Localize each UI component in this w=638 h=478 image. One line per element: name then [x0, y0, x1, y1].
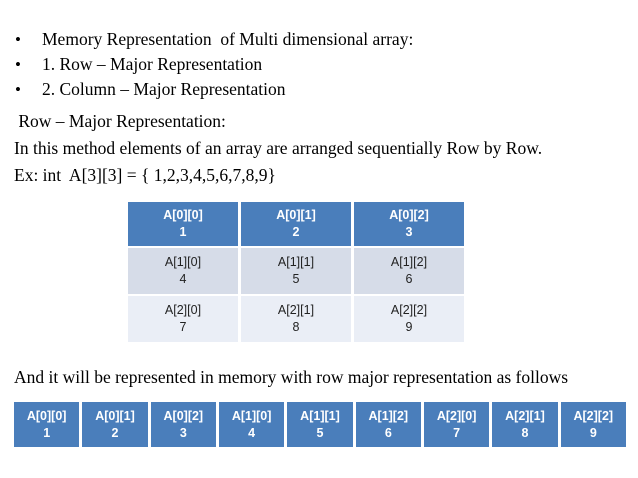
cell-index-label: A[2][0]: [436, 408, 477, 423]
cell-index-label: A[0][2]: [163, 408, 204, 423]
cell-index-label: A[1][2]: [390, 255, 428, 270]
cell-value-label: 5: [316, 425, 324, 440]
cell-value-label: 1: [179, 225, 187, 239]
matrix-cell-a22: A[2][2] 9: [354, 296, 464, 342]
cell-value-label: 2: [111, 425, 119, 440]
bullet-dot-icon: •: [15, 30, 21, 49]
cell-value-label: 2: [292, 225, 300, 239]
table-row: A[2][0] 7 A[2][1] 8 A[2][2] 9: [128, 296, 464, 342]
example-declaration-text: Ex: int A[3][3] = { 1,2,3,4,5,6,7,8,9}: [14, 165, 276, 185]
cell-index-label: A[1][0]: [231, 408, 272, 423]
description-text: In this method elements of an array are …: [14, 138, 543, 158]
cell-index-label: A[1][1]: [277, 255, 315, 270]
memory-cell-a12: A[1][2] 6: [355, 402, 421, 447]
bullet-dot-icon: •: [15, 55, 21, 74]
matrix-cell-a01: A[0][1] 2: [241, 202, 354, 248]
bullet-item-label: 1. Row – Major Representation: [42, 54, 263, 74]
bullet-list: • Memory Representation of Multi dimensi…: [0, 29, 638, 106]
cell-index-label: A[2][0]: [164, 303, 202, 318]
matrix-cell-a10: A[1][0] 4: [128, 248, 241, 296]
cell-value-label: 6: [384, 425, 392, 440]
cell-index-label: A[0][1]: [276, 208, 316, 223]
memory-cell-a10: A[1][0] 4: [218, 402, 285, 447]
bullet-item-label: Memory Representation of Multi dimension…: [42, 29, 414, 49]
cell-index-label: A[2][1]: [277, 303, 315, 318]
matrix-table: A[0][0] 1 A[0][1] 2 A[0][2] 3 A[1][0] 4: [128, 202, 464, 342]
cell-index-label: A[0][0]: [26, 408, 67, 423]
memory-strip: A[0][0] 1 A[0][1] 2 A[0][2] 3 A[1][0] 4 …: [14, 402, 626, 447]
cell-value-label: 6: [405, 272, 413, 286]
bullet-item-memory-representation: • Memory Representation of Multi dimensi…: [0, 29, 638, 56]
cell-value-label: 4: [248, 425, 256, 440]
cell-index-label: A[0][1]: [95, 408, 135, 423]
cell-value-label: 3: [179, 425, 187, 440]
cell-index-label: A[2][2]: [390, 303, 428, 318]
cell-index-label: A[0][0]: [163, 208, 203, 223]
cell-index-label: A[1][1]: [300, 408, 340, 423]
cell-index-label: A[0][2]: [389, 208, 429, 223]
cell-value-label: 7: [179, 320, 187, 334]
matrix-cell-a00: A[0][0] 1: [128, 202, 241, 248]
bullet-item-column-major: • 2. Column – Major Representation: [0, 79, 638, 106]
memory-note-text: And it will be represented in memory wit…: [14, 367, 569, 387]
cell-value-label: 1: [43, 425, 51, 440]
section-heading-row-major: Row – Major Representation:: [14, 111, 226, 131]
bullet-item-label: 2. Column – Major Representation: [42, 79, 286, 99]
matrix-cell-a21: A[2][1] 8: [241, 296, 354, 342]
memory-cell-a22: A[2][2] 9: [560, 402, 626, 447]
cell-index-label: A[2][2]: [573, 408, 614, 423]
cell-value-label: 8: [521, 425, 529, 440]
table-row: A[0][0] 1 A[0][1] 2 A[0][2] 3: [128, 202, 464, 248]
cell-value-label: 5: [292, 272, 300, 286]
cell-index-label: A[1][2]: [368, 408, 409, 423]
cell-value-label: 4: [179, 272, 187, 286]
matrix-cell-a20: A[2][0] 7: [128, 296, 241, 342]
memory-cell-a21: A[2][1] 8: [492, 402, 558, 447]
cell-value-label: 7: [453, 425, 461, 440]
cell-index-label: A[2][1]: [505, 408, 545, 423]
bullet-dot-icon: •: [15, 80, 21, 99]
memory-cell-a20: A[2][0] 7: [423, 402, 490, 447]
cell-value-label: 9: [405, 320, 413, 334]
memory-cell-a01: A[0][1] 2: [82, 402, 148, 447]
matrix-cell-a11: A[1][1] 5: [241, 248, 354, 296]
cell-value-label: 9: [589, 425, 597, 440]
cell-index-label: A[1][0]: [164, 255, 202, 270]
memory-cell-a02: A[0][2] 3: [150, 402, 216, 447]
bullet-item-row-major: • 1. Row – Major Representation: [0, 54, 638, 81]
cell-value-label: 8: [292, 320, 300, 334]
cell-value-label: 3: [405, 225, 413, 239]
matrix-cell-a12: A[1][2] 6: [354, 248, 464, 296]
memory-cell-a00: A[0][0] 1: [14, 402, 80, 447]
matrix-cell-a02: A[0][2] 3: [354, 202, 464, 248]
memory-cell-a11: A[1][1] 5: [287, 402, 353, 447]
table-row: A[1][0] 4 A[1][1] 5 A[1][2] 6: [128, 248, 464, 296]
